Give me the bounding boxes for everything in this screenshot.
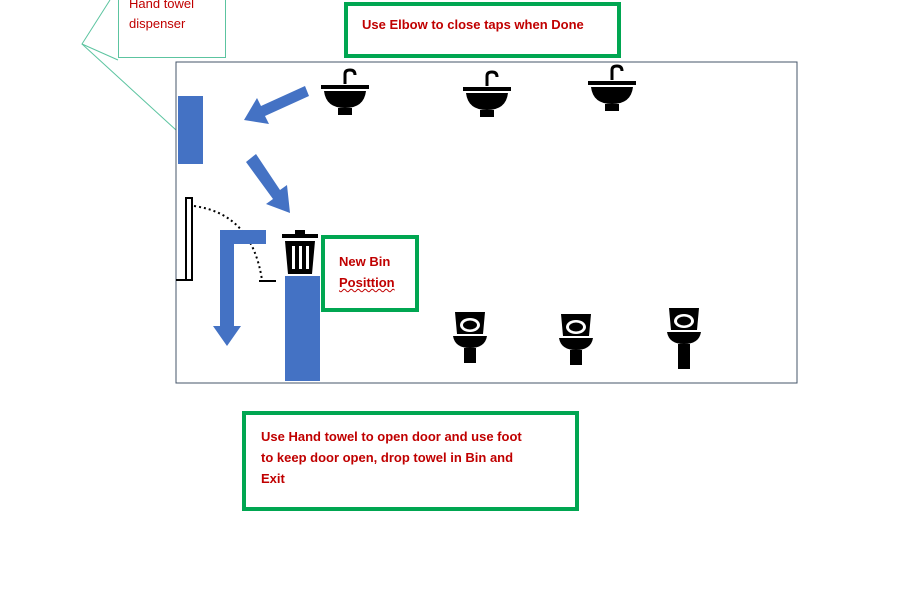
towel-dispenser [178, 96, 203, 164]
bin-note-box: New Bin Posittion [321, 235, 419, 312]
exit-note-line3: Exit [261, 471, 285, 486]
taps-note-text: Use Elbow to close taps when Done [362, 17, 584, 32]
sink-icon [321, 68, 369, 115]
dispenser-callout-line1: Hand towel [129, 0, 195, 11]
arrow-to-bin [246, 154, 290, 213]
toilet-icon [667, 308, 701, 369]
bin-position-bar [285, 276, 320, 381]
room-outline [175, 61, 798, 384]
exit-note-line1: Use Hand towel to open door and use foot [261, 429, 522, 444]
bin-note-line2: Posittion [339, 275, 395, 290]
callout-pointer-top [81, 0, 119, 61]
dispenser-callout: Hand towel dispenser [118, 0, 226, 58]
exit-note-box: Use Hand towel to open door and use foot… [242, 411, 579, 511]
bin-note-line1: New Bin [339, 254, 391, 269]
callout-pointer-line [81, 43, 177, 131]
trash-bin-icon [282, 230, 318, 274]
sink-icon [588, 64, 636, 111]
toilet-icon [559, 314, 593, 365]
door-swing-arc [193, 205, 263, 281]
toilet-icon [453, 312, 487, 363]
taps-note-box: Use Elbow to close taps when Done [344, 2, 621, 58]
arrow-exit [213, 230, 266, 346]
sink-icon [463, 70, 511, 117]
door-frame [176, 197, 193, 281]
exit-note-line2: to keep door open, drop towel in Bin and [261, 450, 514, 465]
dispenser-callout-line2: dispenser [129, 16, 186, 31]
arrow-to-dispenser [244, 86, 309, 124]
